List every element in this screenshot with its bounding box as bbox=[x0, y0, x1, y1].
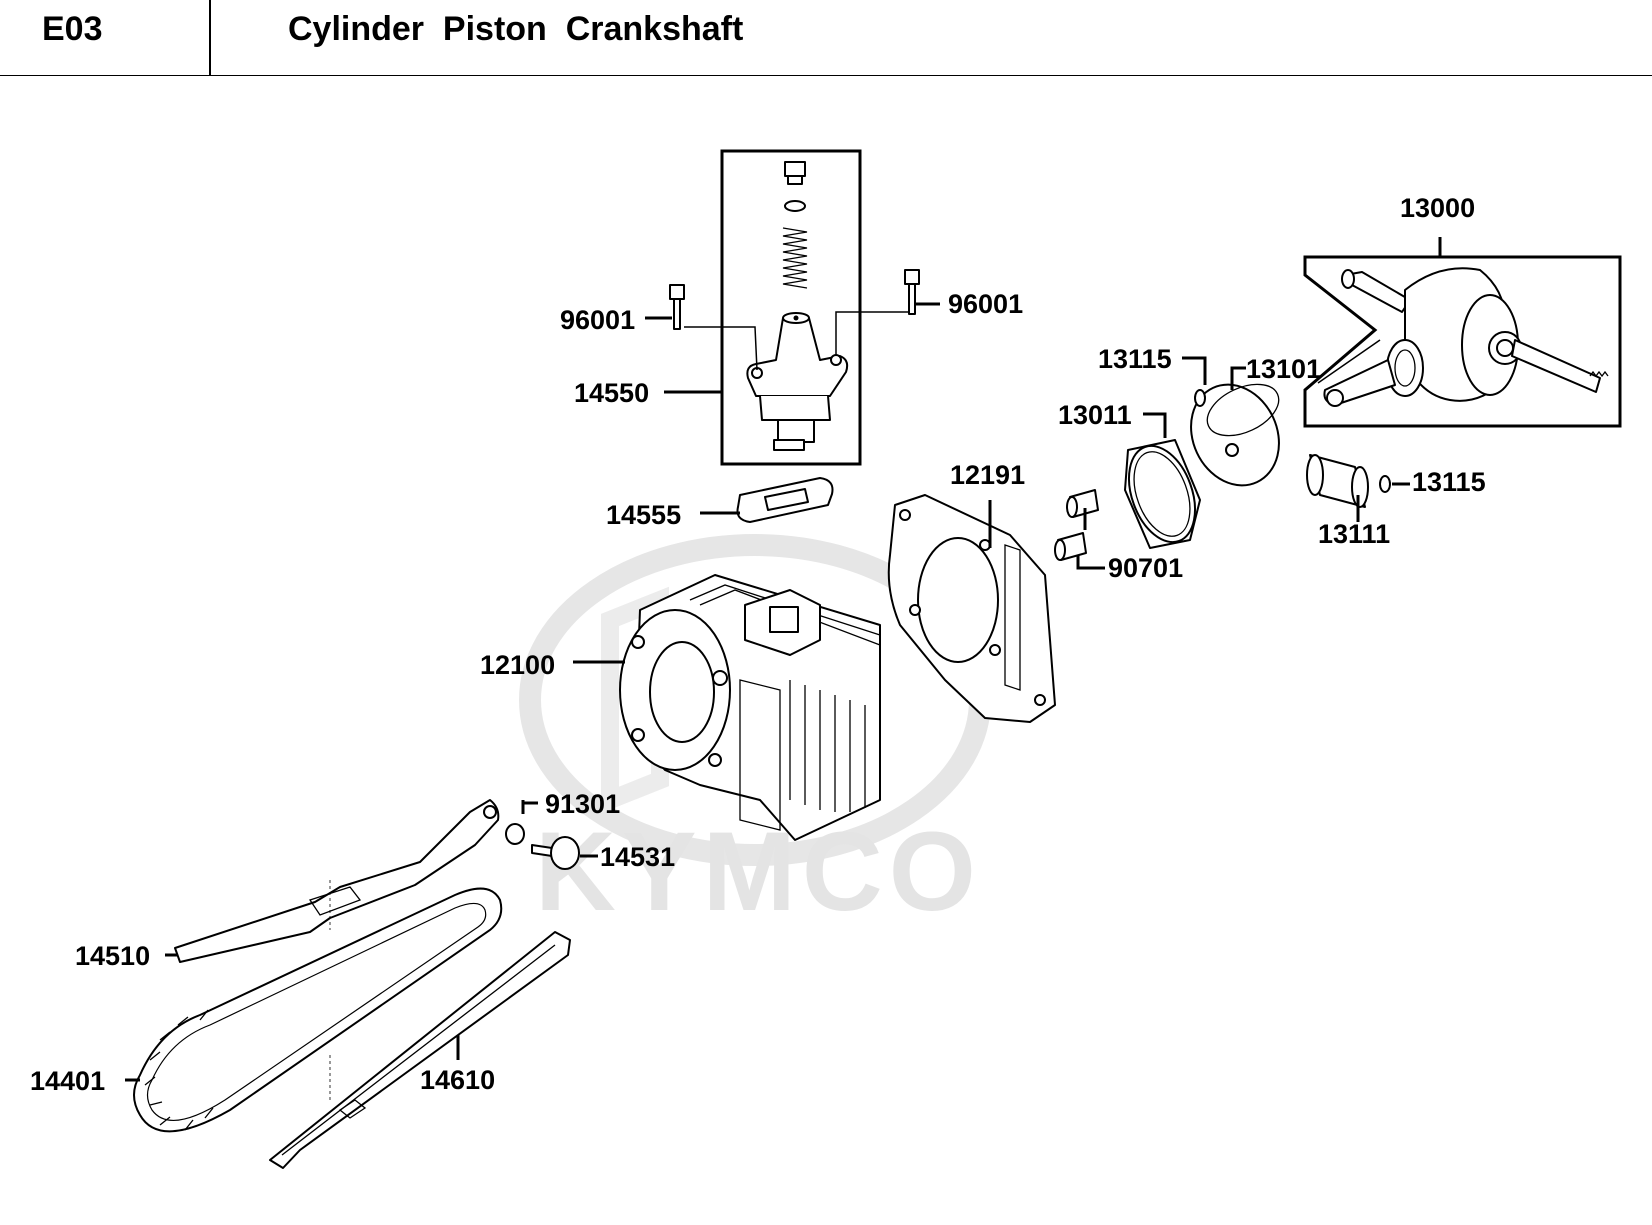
label-14510: 14510 bbox=[75, 941, 150, 971]
label-14550: 14550 bbox=[574, 378, 649, 408]
tensioner-gasket bbox=[700, 477, 834, 523]
tensioner-guide bbox=[165, 799, 500, 963]
circlip-top bbox=[1182, 356, 1207, 407]
label-13115-right: 13115 bbox=[1412, 467, 1486, 497]
label-12191: 12191 bbox=[950, 460, 1025, 490]
dowel-pins bbox=[1054, 489, 1105, 570]
page-header: E03 Cylinder Piston Crankshaft bbox=[0, 0, 1652, 76]
header-divider bbox=[209, 0, 211, 76]
label-14401: 14401 bbox=[30, 1066, 105, 1096]
piston-rings bbox=[1124, 412, 1201, 549]
washer bbox=[505, 800, 538, 845]
piston-pin bbox=[1306, 454, 1369, 522]
label-91301: 91301 bbox=[545, 789, 620, 819]
label-14531: 14531 bbox=[600, 842, 675, 872]
guide-bolt bbox=[531, 836, 598, 870]
cylinder-gasket bbox=[887, 494, 1056, 723]
watermark-brand: KYMCO bbox=[535, 809, 982, 934]
label-96001-left: 96001 bbox=[560, 305, 635, 335]
bolt-96001-right bbox=[835, 269, 940, 355]
label-14555: 14555 bbox=[606, 500, 681, 530]
label-13111: 13111 bbox=[1318, 519, 1390, 549]
crankshaft-assembly bbox=[1303, 237, 1622, 428]
bolt-96001-left bbox=[645, 284, 758, 371]
label-14610: 14610 bbox=[420, 1065, 495, 1095]
tensioner-assembly bbox=[720, 149, 862, 466]
label-96001-right: 96001 bbox=[948, 289, 1023, 319]
page-title: Cylinder Piston Crankshaft bbox=[288, 10, 744, 48]
piston bbox=[1190, 366, 1280, 487]
cam-chain bbox=[125, 880, 503, 1133]
label-13011: 13011 bbox=[1058, 400, 1132, 430]
cylinder-block bbox=[573, 574, 881, 841]
label-13101: 13101 bbox=[1246, 354, 1321, 384]
label-13115-top: 13115 bbox=[1098, 344, 1172, 374]
label-90701: 90701 bbox=[1108, 553, 1183, 583]
section-code: E03 bbox=[42, 10, 103, 48]
kymco-watermark: KYMCO bbox=[519, 534, 991, 934]
circlip-right bbox=[1379, 475, 1410, 493]
label-12100: 12100 bbox=[480, 650, 555, 680]
chain-guide bbox=[269, 931, 571, 1169]
label-13000: 13000 bbox=[1400, 193, 1475, 223]
exploded-parts-diagram: KYMCO bbox=[30, 149, 1622, 1169]
